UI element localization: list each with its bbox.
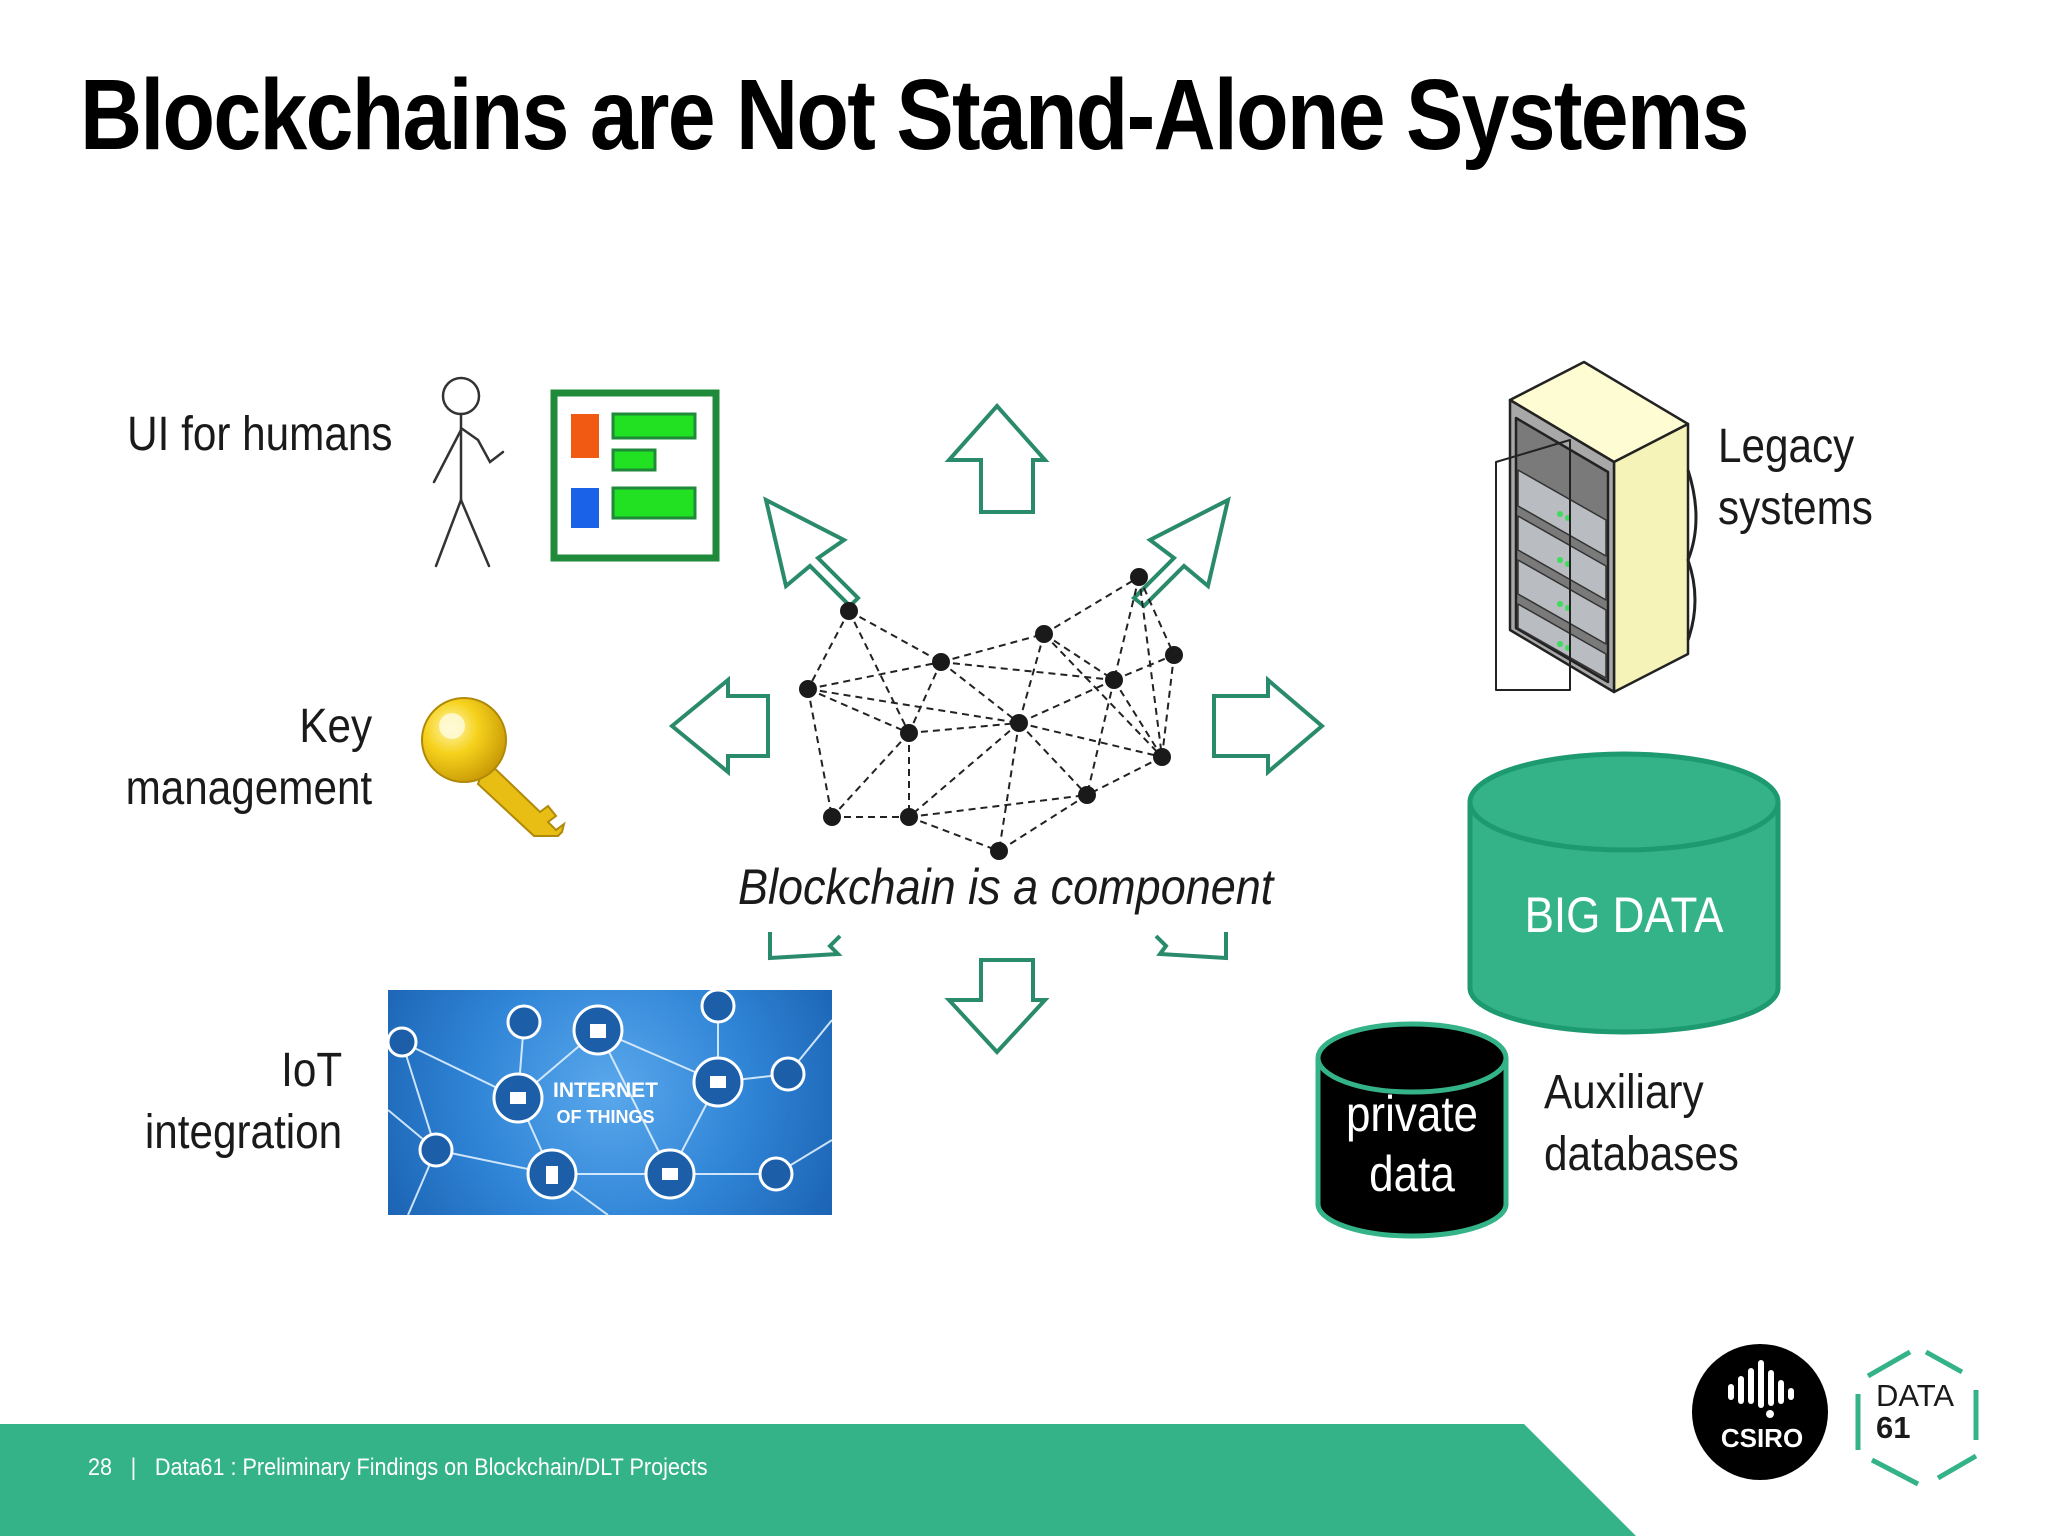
label-iot-line2: integration — [144, 1106, 342, 1159]
iot-image: INTERNET OF THINGS — [388, 990, 832, 1215]
arrow-up-left-icon — [763, 496, 861, 609]
footer-text: 28 | Data61 : Preliminary Findings on Bl… — [88, 1454, 708, 1482]
footer-page-number: 28 — [88, 1454, 113, 1481]
label-ui-for-humans: UI for humans — [126, 408, 392, 461]
big-data-database-icon — [1467, 751, 1781, 1035]
private-data-line2: data — [1369, 1146, 1455, 1202]
iot-network-icon — [388, 990, 832, 1215]
private-data-line1: private — [1345, 1086, 1479, 1142]
arrow-down-right-icon — [1154, 932, 1228, 961]
data61-logo-icon — [1855, 1349, 1979, 1487]
ui-form-icon — [550, 389, 720, 562]
footer-band — [0, 1424, 1636, 1536]
blockchain-caption: Blockchain is a component — [738, 859, 1274, 915]
iot-image-caption: INTERNET OF THINGS — [553, 1078, 658, 1130]
arrow-right-icon — [1212, 675, 1326, 777]
arrow-up-icon — [944, 402, 1050, 514]
label-iot-line1: IoT — [280, 1044, 342, 1097]
csiro-logo-icon — [1692, 1344, 1828, 1480]
footer-separator: | — [130, 1454, 137, 1481]
arrow-down-left-icon — [768, 932, 843, 961]
arrow-up-right-icon — [1131, 496, 1231, 609]
private-data-database-icon — [1315, 1021, 1509, 1239]
private-data-label: private data — [1336, 1084, 1487, 1204]
arrow-left-icon — [668, 675, 770, 777]
slide-title: Blockchains are Not Stand-Alone Systems — [80, 59, 1749, 171]
label-aux-line1: Auxiliary — [1544, 1066, 1704, 1119]
data61-line2: 61 — [1876, 1410, 1911, 1445]
iot-line1: INTERNET — [553, 1079, 658, 1102]
data61-logo-text: DATA 61 — [1876, 1380, 1954, 1444]
label-key-line2: management — [125, 762, 372, 815]
label-legacy-line1: Legacy — [1718, 420, 1855, 473]
network-graph-icon — [799, 568, 1183, 860]
label-aux-line2: databases — [1544, 1128, 1739, 1181]
arrow-group — [668, 402, 1326, 1055]
label-legacy-systems: Legacy systems — [1718, 416, 1873, 540]
label-key-management: Key management — [125, 696, 372, 820]
label-legacy-line2: systems — [1718, 482, 1873, 535]
server-rack-icon — [1495, 360, 1698, 694]
key-icon — [421, 697, 566, 837]
footer-title: Data61 : Preliminary Findings on Blockch… — [154, 1454, 708, 1481]
label-key-line1: Key — [299, 700, 372, 753]
arrow-down-icon — [944, 958, 1050, 1055]
big-data-label: BIG DATA — [1524, 887, 1724, 943]
data61-line1: DATA — [1876, 1378, 1955, 1413]
stick-figure-icon — [432, 376, 505, 568]
csiro-logo-text: CSIRO — [1720, 1423, 1804, 1453]
label-auxiliary-databases: Auxiliary databases — [1544, 1062, 1739, 1186]
iot-line2: OF THINGS — [556, 1107, 655, 1127]
label-iot-integration: IoT integration — [145, 1040, 342, 1164]
